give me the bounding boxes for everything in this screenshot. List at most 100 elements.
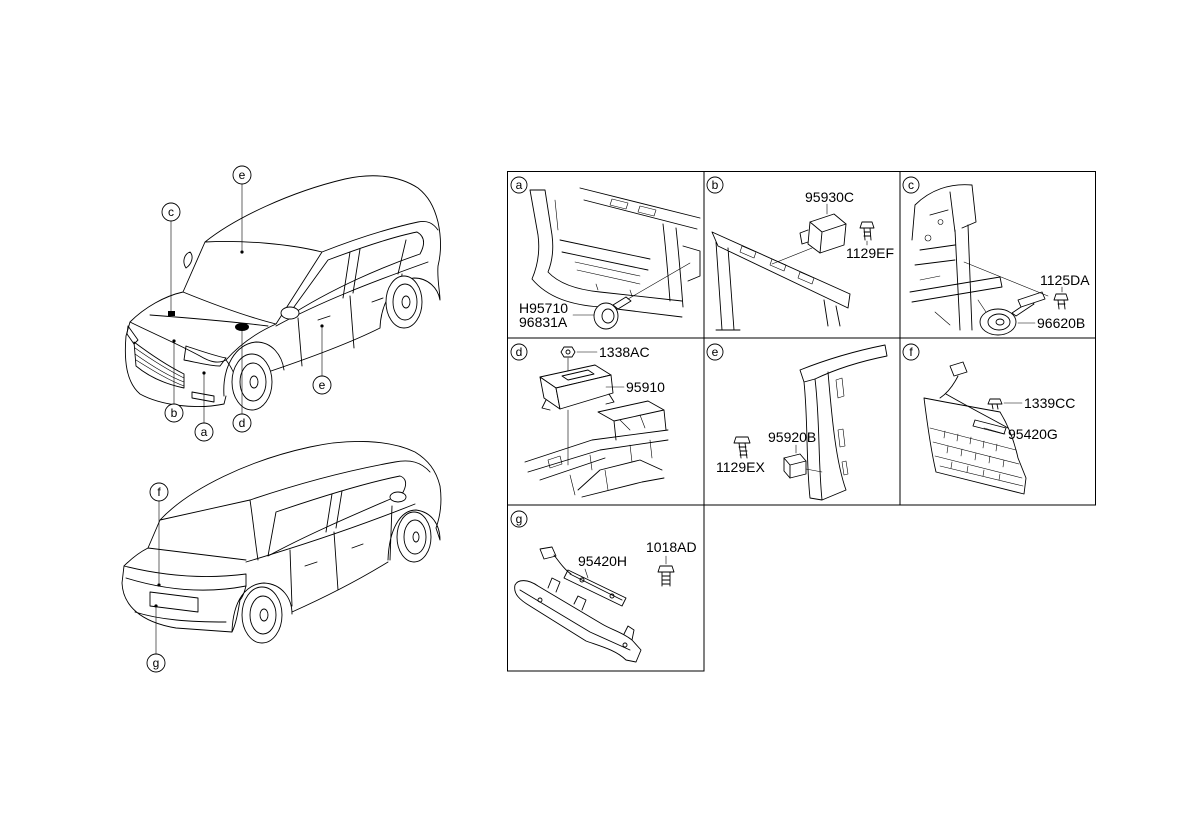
callout-letter: f bbox=[157, 485, 161, 499]
callout-marker bbox=[149, 482, 169, 502]
rear-wheel bbox=[385, 275, 423, 329]
grille-slats bbox=[134, 347, 185, 387]
wiring-connector-part bbox=[939, 361, 1009, 429]
panel-g: g 95420H 1018AD bbox=[507, 504, 705, 672]
location-marker-g bbox=[154, 604, 158, 608]
part-number-label: 1125DA bbox=[1040, 272, 1090, 288]
callout-marker bbox=[312, 375, 332, 395]
panel-letter: b bbox=[712, 178, 719, 192]
part-number-label: 1339CC bbox=[1024, 395, 1075, 411]
callout-e-roof: e bbox=[232, 165, 252, 251]
part-number-label: 1129EX bbox=[716, 459, 765, 475]
car-body-outline bbox=[121, 441, 442, 633]
b-pillar-structure bbox=[799, 344, 888, 501]
panel-e: e 95920B 1129EX bbox=[703, 337, 901, 506]
headlight bbox=[126, 325, 227, 367]
rear-car-drawing bbox=[121, 441, 442, 644]
wiring-connector-part bbox=[539, 546, 572, 575]
front-wheel bbox=[231, 353, 273, 411]
panel-d: d 1338AC 95910 bbox=[507, 337, 705, 506]
part-number-label: 95920B bbox=[768, 429, 816, 445]
panel-letter: a bbox=[516, 178, 523, 192]
location-marker-e-door bbox=[320, 324, 324, 328]
bolt-icon bbox=[657, 565, 675, 587]
panel-frame bbox=[703, 337, 901, 506]
bolt-icon bbox=[859, 221, 875, 241]
callout-d-cowl: d bbox=[232, 330, 252, 433]
location-marker-a bbox=[202, 371, 206, 375]
callout-letter: b bbox=[171, 406, 178, 420]
side-windows bbox=[267, 475, 407, 557]
part-number-label: 96831A bbox=[519, 314, 568, 330]
part-number-label: 95420H bbox=[578, 553, 627, 569]
callout-e-pillar: e bbox=[312, 327, 332, 395]
callout-marker bbox=[194, 422, 214, 442]
callout-a-bumper: a bbox=[194, 373, 214, 442]
leader-line bbox=[584, 555, 667, 579]
side-mirror bbox=[280, 306, 300, 320]
side-mirror bbox=[389, 491, 407, 503]
callout-letter: e bbox=[319, 378, 326, 392]
apron-holes bbox=[919, 219, 991, 326]
airbag-control-module-part bbox=[539, 364, 615, 411]
side-impact-sensor-part bbox=[783, 453, 807, 479]
floor-tunnel-structure bbox=[524, 400, 669, 498]
callout-marker bbox=[232, 165, 252, 185]
bumper-beam-part bbox=[514, 577, 642, 663]
callout-c-hood: c bbox=[161, 202, 181, 312]
callout-letter: a bbox=[201, 425, 208, 439]
panel-frame bbox=[507, 504, 705, 672]
leader-line bbox=[795, 444, 823, 473]
bolt-icon bbox=[733, 436, 751, 459]
part-number-label: 95910 bbox=[626, 379, 665, 395]
leader-line bbox=[963, 261, 1063, 324]
leader-line bbox=[567, 351, 625, 466]
panel-letter-circle bbox=[510, 176, 528, 194]
part-number-label: 1338AC bbox=[599, 344, 650, 360]
license-plate-recess bbox=[149, 591, 199, 613]
part-number-label: 95420G bbox=[1008, 426, 1058, 442]
part-number-label: 95930C bbox=[805, 189, 854, 205]
panel-letter: f bbox=[909, 345, 913, 359]
panel-f: f 1339CC 95420G bbox=[899, 337, 1096, 506]
panel-letter-circle bbox=[510, 510, 528, 528]
bolt-icon bbox=[987, 398, 1003, 410]
panel-letter-circle bbox=[510, 343, 528, 361]
part-number-label: 1129EF bbox=[846, 245, 894, 261]
callout-marker bbox=[146, 653, 166, 673]
panel-letter-circle bbox=[706, 176, 724, 194]
panel-b: b 95930C 1129EF bbox=[703, 171, 901, 339]
rear-sensor-part bbox=[972, 419, 1007, 435]
leader-line bbox=[983, 402, 1023, 435]
callout-marker bbox=[161, 202, 181, 222]
leader-line bbox=[771, 203, 868, 265]
front-car-drawing bbox=[124, 175, 442, 411]
callout-letter: c bbox=[168, 205, 174, 219]
rear-wheel bbox=[241, 586, 283, 644]
panel-letter: c bbox=[908, 178, 914, 192]
fender-apron-structure bbox=[909, 184, 1003, 331]
impact-sensor-part bbox=[799, 213, 847, 254]
panel-frame bbox=[899, 337, 1096, 506]
panel-letter-circle bbox=[902, 176, 920, 194]
side-mirror-far bbox=[183, 251, 193, 269]
rear-panel-structure bbox=[923, 397, 1027, 495]
rear-panel-hatching bbox=[929, 427, 1024, 487]
panel-letter: d bbox=[516, 345, 523, 359]
location-marker-e bbox=[240, 250, 244, 254]
tunnel-details bbox=[547, 414, 653, 496]
fog-lamp bbox=[191, 391, 215, 403]
frame-openings bbox=[739, 245, 815, 285]
callout-marker bbox=[164, 403, 184, 423]
callout-marker bbox=[232, 413, 252, 433]
callout-letter: d bbox=[239, 416, 246, 430]
location-marker-c bbox=[168, 311, 175, 316]
callout-letter: e bbox=[239, 168, 246, 182]
panel-frame bbox=[507, 337, 705, 506]
sensor-bracket-part bbox=[563, 569, 627, 607]
location-marker-d bbox=[235, 323, 249, 331]
panel-letter: g bbox=[516, 512, 523, 526]
panel-a: a H95710 96831A bbox=[507, 171, 705, 339]
panel-c: c 1125DA 96620B bbox=[899, 171, 1096, 339]
